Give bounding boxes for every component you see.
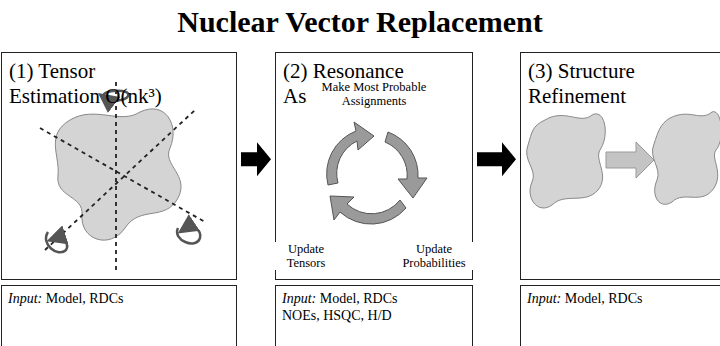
cycle-label: Update Probabilities [392, 242, 476, 270]
box-text: Input: Model, RDCs NOEs, HSQC, H/D [276, 286, 424, 324]
box-text: (3) Structure Refinement [521, 53, 706, 109]
process-box: (1) Tensor Estimation O(nk³) [1, 52, 237, 280]
input-list: Model, RDCs [46, 291, 124, 306]
refinement-illustration [527, 112, 720, 208]
input-box: Input: Model, RDCs [520, 285, 720, 346]
box-text: Input: Model, RDCs [2, 286, 228, 307]
cycle-label: Make Most Probable Assignments [307, 80, 441, 108]
diagram-title: Nuclear Vector Replacement [0, 4, 720, 40]
flow-arrow [241, 142, 271, 176]
cycle-illustration [327, 122, 427, 224]
process-box: (3) Structure Refinement [520, 52, 720, 280]
input-box: Input: Model, RDCs NOEs, HSQC, H/D [275, 285, 473, 346]
box-text: Input: Model, RDCs [521, 286, 717, 307]
cycle-label: Update Tensors [274, 242, 338, 270]
step-heading: (1) Tensor Estimation O(nk³) [9, 59, 162, 108]
input-list: Model, RDCs [565, 291, 643, 306]
box-text: (1) Tensor Estimation O(nk³) [2, 53, 187, 109]
step-heading: (3) Structure Refinement [528, 59, 635, 108]
input-label: Input: [527, 291, 561, 306]
input-label: Input: [8, 291, 42, 306]
flow-arrow [477, 142, 516, 176]
input-label: Input: [282, 291, 316, 306]
tensor-illustration [40, 82, 205, 272]
input-box: Input: Model, RDCs [1, 285, 237, 346]
